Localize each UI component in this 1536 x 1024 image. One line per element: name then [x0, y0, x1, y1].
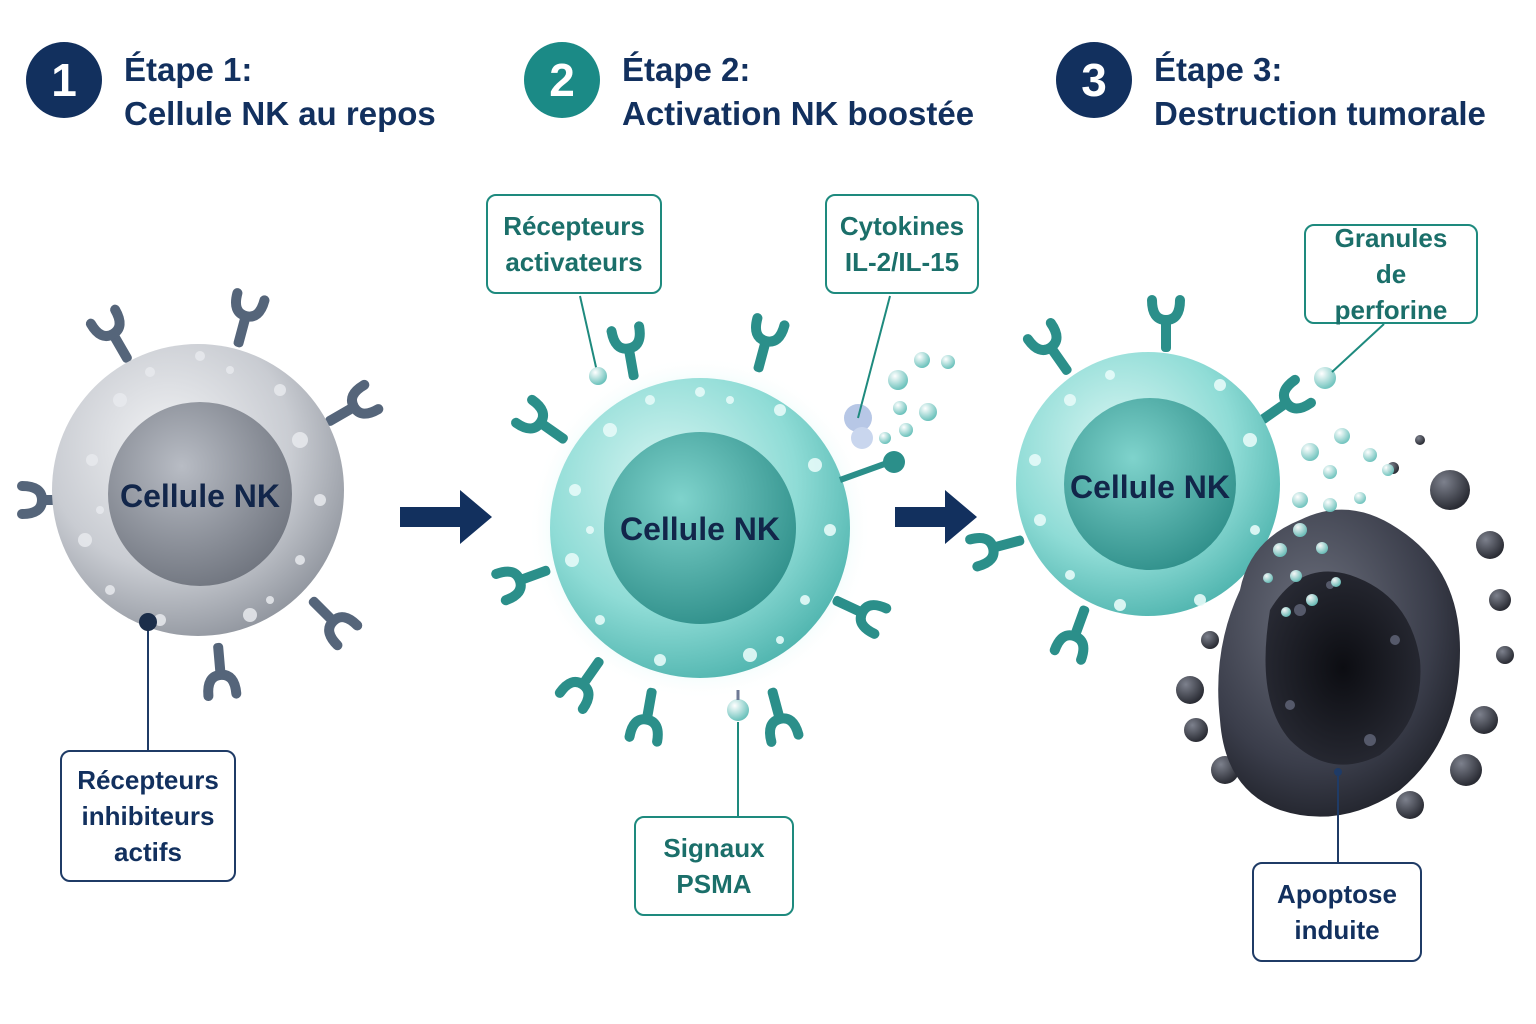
step-1-subtitle: Cellule NK au repos [124, 95, 436, 132]
arrow-1-icon [400, 490, 492, 544]
step-1-header: 1 Étape 1: Cellule NK au repos [26, 42, 436, 136]
resting-nk-cell: Cellule NK [22, 293, 378, 752]
step-2-titles: Étape 2: Activation NK boostée [622, 48, 974, 136]
psma-signals-label: Signaux PSMA [634, 816, 794, 916]
resting-cell-label: Cellule NK [120, 478, 280, 514]
killer-nk-cell: Cellule NK [970, 300, 1311, 660]
step-1-title: Étape 1: [124, 51, 253, 88]
killer-cell-label: Cellule NK [1070, 469, 1230, 505]
apoptosis-label: Apoptose induite [1252, 862, 1422, 962]
activated-cell-label: Cellule NK [620, 511, 780, 547]
step-3-subtitle: Destruction tumorale [1154, 95, 1486, 132]
step-1-titles: Étape 1: Cellule NK au repos [124, 48, 436, 136]
activating-receptors-label: Récepteurs activateurs [486, 194, 662, 294]
step-3-titles: Étape 3: Destruction tumorale [1154, 48, 1486, 136]
perforin-granules [1263, 323, 1394, 617]
tumor-cell [1176, 435, 1514, 864]
step-2-title: Étape 2: [622, 51, 751, 88]
step-3-title: Étape 3: [1154, 51, 1283, 88]
activated-nk-cell: Cellule NK [496, 295, 955, 818]
step-2-header: 2 Étape 2: Activation NK boostée [524, 42, 974, 136]
step-1-badge: 1 [26, 42, 102, 118]
inhibitory-receptors-label: Récepteurs inhibiteurs actifs [60, 750, 236, 882]
step-2-subtitle: Activation NK boostée [622, 95, 975, 132]
cytokines-label: Cytokines IL-2/IL-15 [825, 194, 979, 294]
step-3-header: 3 Étape 3: Destruction tumorale [1056, 42, 1486, 136]
arrow-2-icon [895, 490, 977, 544]
step-3-badge: 3 [1056, 42, 1132, 118]
step-2-badge: 2 [524, 42, 600, 118]
perforin-granules-label: Granules de perforine [1304, 223, 1478, 325]
